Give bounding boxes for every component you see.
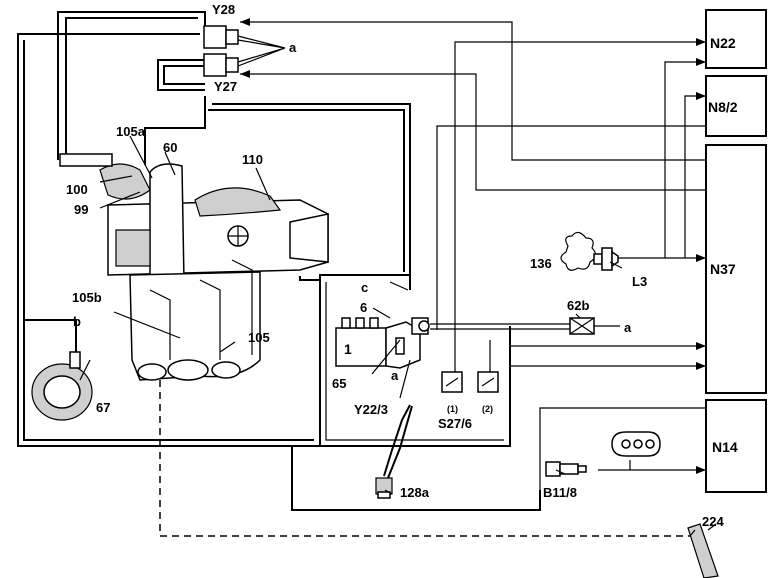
label-1: 1 <box>344 341 352 357</box>
label-a-62b: a <box>624 320 632 335</box>
sensor-136-cloud <box>560 231 597 271</box>
y27-loop <box>157 59 205 91</box>
top-line-y28 <box>57 11 206 160</box>
label-100: 100 <box>66 182 88 197</box>
label-switch-1: (1) <box>447 404 458 414</box>
sensor-b11-8 <box>545 461 587 477</box>
label-l3: L3 <box>632 274 647 289</box>
box-n14 <box>705 399 767 493</box>
y28-a-wires <box>237 35 286 67</box>
label-105b: 105b <box>72 290 102 305</box>
label-n14: N14 <box>712 439 738 455</box>
top-line-inner <box>65 17 198 160</box>
wire-n8-2 <box>436 125 706 330</box>
arrow-n37-b <box>696 362 706 370</box>
arrow-n14 <box>696 466 706 474</box>
label-b: b <box>73 314 81 329</box>
label-y22-3: Y22/3 <box>354 402 388 417</box>
label-a-65: a <box>391 368 399 383</box>
module-1 <box>335 317 430 369</box>
wire-y28-n22 <box>240 21 706 161</box>
box-n8-2 <box>705 75 767 137</box>
wire-128a <box>291 446 541 511</box>
sensor-l3 <box>593 247 619 271</box>
connector-62b <box>569 317 620 335</box>
y27-loop-inner <box>163 65 205 85</box>
label-105a: 105a <box>116 124 146 139</box>
label-67: 67 <box>96 400 110 415</box>
inner-frame-line <box>23 40 314 441</box>
arrow-n22 <box>696 38 706 46</box>
module-frame-left <box>325 282 504 441</box>
valve-y28-conn <box>225 29 239 45</box>
engine-assembly <box>59 153 329 381</box>
arrow-y27 <box>240 70 250 78</box>
dashed-line-224 <box>159 380 690 537</box>
box-n37 <box>705 144 767 394</box>
label-n37: N37 <box>710 261 736 277</box>
label-224: 224 <box>702 514 724 529</box>
label-6: 6 <box>360 300 367 315</box>
valve-y28 <box>203 25 227 49</box>
arrow-n22-b <box>696 58 706 66</box>
gauge-cluster <box>611 431 661 457</box>
left-branch-b <box>24 319 77 352</box>
wire-y27 <box>240 73 706 191</box>
label-y28: Y28 <box>212 2 235 17</box>
arrow-n37-l3 <box>696 254 706 262</box>
label-n22: N22 <box>710 35 736 51</box>
label-105: 105 <box>248 330 270 345</box>
line-to-box-right <box>208 109 405 272</box>
arrow-n8-2 <box>696 92 706 100</box>
wire-n8-2-vertical <box>684 95 706 258</box>
wire-128a-in <box>383 404 411 477</box>
switch-s27-6 <box>441 371 499 393</box>
leader-lines <box>79 135 717 531</box>
pedal-224-line <box>689 529 696 537</box>
label-a-top: a <box>289 40 297 55</box>
line-to-box-right-2 <box>212 103 411 280</box>
arrow-n37-a <box>696 342 706 350</box>
box-n22 <box>705 9 767 69</box>
label-y27: Y27 <box>214 79 237 94</box>
module-frame <box>319 274 411 290</box>
vacuum-pump-67 <box>31 351 93 421</box>
pedal-224 <box>687 523 719 578</box>
valve-y27-conn <box>225 57 239 73</box>
label-128a: 128a <box>400 485 430 500</box>
label-c: c <box>361 280 368 295</box>
label-n8-2: N8/2 <box>708 99 738 115</box>
connector-128a <box>375 477 393 499</box>
label-b11-8: B11/8 <box>543 485 577 500</box>
label-62b: 62b <box>567 298 589 313</box>
label-136: 136 <box>530 256 552 271</box>
wire-n14-top <box>539 407 706 490</box>
wire-128a-in2 <box>387 405 413 479</box>
valve-y27 <box>203 53 227 77</box>
label-110: 110 <box>242 152 263 167</box>
label-s27-6: S27/6 <box>438 416 472 431</box>
label-switch-2: (2) <box>482 404 493 414</box>
label-99: 99 <box>74 202 88 217</box>
wire-n22 <box>454 41 706 300</box>
down-line-to-manifold <box>144 96 206 165</box>
label-65: 65 <box>332 376 346 391</box>
arrow-y28 <box>240 18 250 26</box>
wire-n22-vertical <box>664 61 706 258</box>
label-60: 60 <box>163 140 177 155</box>
